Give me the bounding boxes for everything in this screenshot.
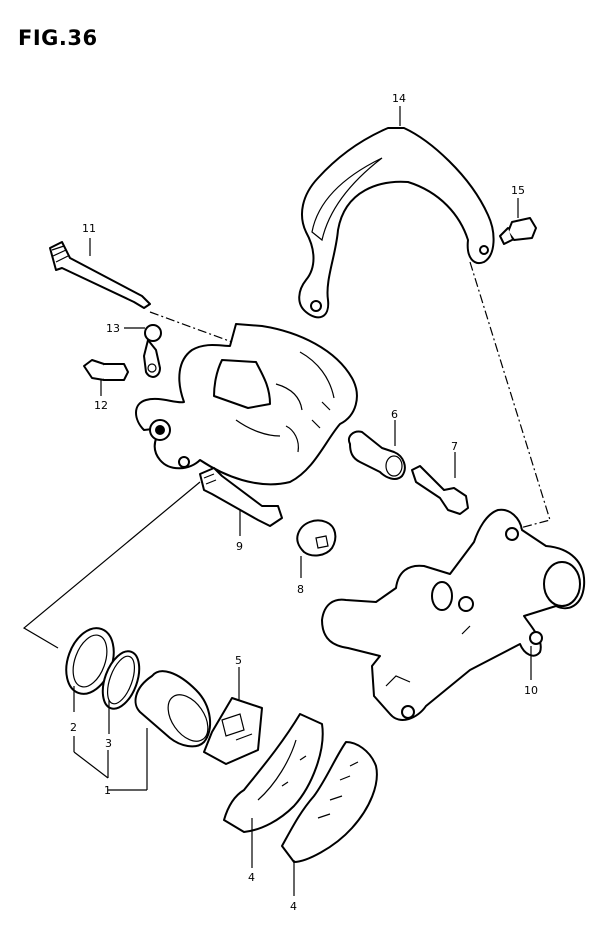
part-14-bracket [298,127,495,319]
leader-lines [22,106,551,896]
part-6-sleeve [348,430,406,480]
callout-2: 2 [70,721,77,734]
callout-5: 5 [235,654,242,667]
part-12-bleeder [83,359,129,381]
part-8-boot [296,519,337,557]
callout-8: 8 [297,583,304,596]
callout-13: 13 [106,322,120,335]
callout-11: 11 [82,222,96,235]
part-9-slide-pin [199,467,283,527]
callout-1: 1 [104,784,111,797]
part-7-bolt [411,465,469,515]
callout-14: 14 [392,92,406,105]
callout-10: 10 [524,684,538,697]
callout-12: 12 [94,399,108,412]
part-15-bolt [499,217,537,245]
part-3-seal [101,650,141,710]
part-11-pin [49,241,151,309]
part-13-cap [143,324,162,378]
callout-4-inner: 4 [248,871,255,884]
part-1-piston [134,670,212,748]
part-4-pad-outer [281,741,378,863]
part-4-pad-inner [223,713,324,833]
figure-title: FIG.36 [18,26,98,50]
callout-labels: 11 14 15 13 12 6 7 9 8 10 5 2 3 1 4 4 [70,92,538,913]
callout-3: 3 [105,737,112,750]
callout-6: 6 [391,408,398,421]
callout-7: 7 [451,440,458,453]
callout-15: 15 [511,184,525,197]
part-5-shim [203,697,263,765]
callout-9: 9 [236,540,243,553]
caliper-body [135,323,358,486]
callout-4-outer: 4 [290,900,297,913]
part-10-bracket [321,508,586,721]
